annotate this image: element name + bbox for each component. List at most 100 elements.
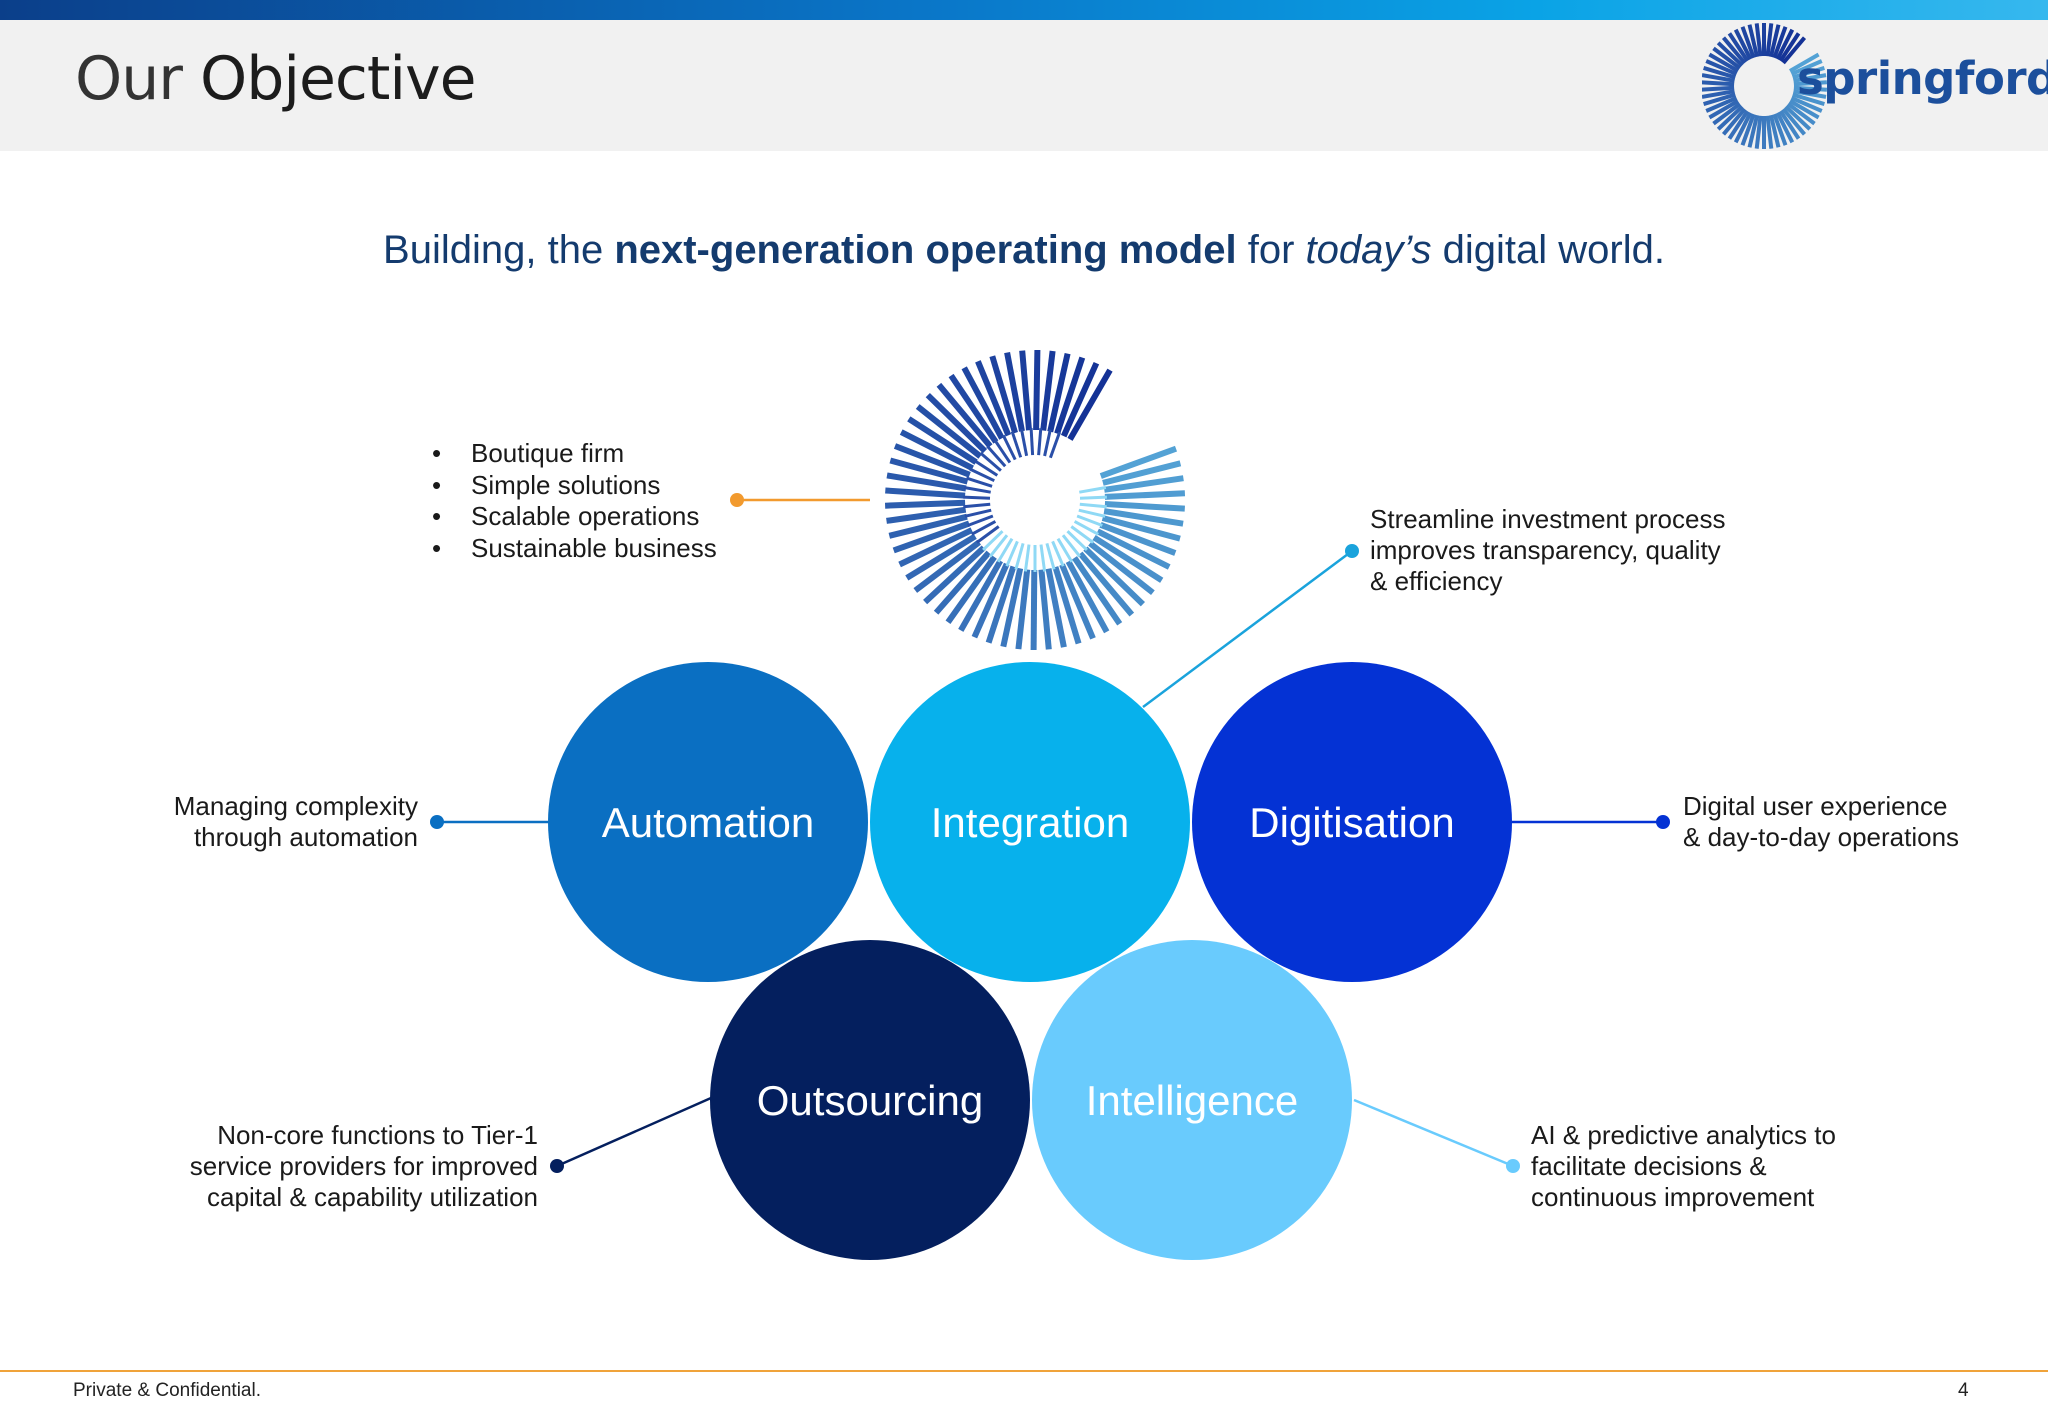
ray [1059,563,1096,640]
subtitle-italic: today’s [1305,228,1432,272]
ray [1778,32,1801,62]
note-line: Digital user experience [1683,791,1948,821]
ray [1077,551,1135,617]
confidentiality-notice: Private & Confidential. [73,1380,261,1401]
ray [1716,41,1744,67]
ray [982,530,1004,551]
ray [1721,36,1747,65]
ray [1048,431,1062,459]
ray [1066,530,1088,551]
ray [1702,85,1735,92]
ray [1060,361,1100,438]
ray [1023,544,1031,572]
label-digitisation: Digitisation [1249,799,1454,846]
ray [1703,65,1736,80]
footer-rule [0,1370,2048,1372]
automation-connector-dot [430,815,444,829]
ray [1030,569,1038,651]
ray [1702,89,1735,99]
ray [1037,428,1043,456]
ray [1019,350,1032,431]
ray [1070,525,1094,544]
outsourcing-connector-dot [550,1159,564,1173]
slide-title: Our Objective [75,44,477,114]
label-automation: Automation [602,799,814,846]
ray [1052,566,1082,645]
ray [1754,115,1763,149]
ray [1712,46,1742,70]
outsourcing-connector [556,1096,712,1168]
ray [961,366,1005,440]
ray [1047,352,1071,433]
ray [1772,26,1788,59]
ray [969,467,995,483]
ray [1096,528,1171,570]
slide-header [0,20,2048,151]
brand-name: springford [1797,52,2048,105]
ray [893,443,971,478]
ray [963,495,991,500]
ray [1789,99,1820,120]
ray [965,476,993,488]
ray [936,382,993,449]
ray [1781,36,1807,65]
ray [1712,102,1742,126]
ray [899,429,974,471]
list-item: Simple solutions [432,470,717,502]
ray [1005,540,1019,567]
ray [1051,540,1065,567]
ray [1102,460,1182,486]
ray [1721,107,1747,136]
intelligence-connector [1353,1098,1514,1168]
ray [1716,105,1744,131]
ray [1733,111,1753,144]
note-line: Non-core functions to Tier-1 [217,1120,538,1150]
note-line: capital & capability utilization [207,1182,538,1212]
ray [973,459,999,477]
ray [1079,502,1107,509]
list-item: Boutique firm [432,438,717,470]
ray [1772,113,1788,146]
note-line: AI & predictive analytics to [1531,1120,1836,1150]
ray [989,355,1018,434]
ray [1099,521,1177,556]
digitisation-note: Digital user experience & day-to-day ope… [1683,791,1959,853]
circle-outsourcing [710,940,1030,1260]
note-line: facilitate decisions & [1531,1151,1767,1181]
title-bold-word: Objective [200,44,477,114]
ray [1103,475,1184,493]
ray [1768,114,1781,148]
circle-integration [870,662,1190,982]
ray [996,537,1014,563]
values-list: Boutique firm Simple solutions Scalable … [432,438,717,564]
note-line: service providers for improved [189,1151,538,1181]
top-accent-bar [0,0,2048,20]
label-integration: Integration [931,799,1129,846]
ray [892,520,971,554]
ray [915,404,983,459]
subtitle-part-1: Building, the [383,228,615,272]
automation-note: Managing complexity through automation [174,791,418,853]
ray [933,550,992,615]
c-emblem-icon [884,349,1186,651]
ray [1775,111,1795,144]
ray [889,457,969,485]
ray [907,416,978,465]
ray [1020,429,1029,457]
ray [1073,520,1100,536]
ray [993,439,1012,464]
integration-connector [1142,549,1353,709]
ray [925,392,988,454]
list-item: Scalable operations [432,501,717,533]
ray [1079,495,1107,500]
ray [1793,73,1827,83]
outsourcing-note: Non-core functions to Tier-1 service pro… [190,1120,538,1213]
ray [884,499,966,509]
ray [1045,568,1067,648]
bullets-connector-dot [730,493,744,507]
ray [1702,73,1735,83]
ray [1039,544,1047,572]
ray [1029,428,1035,456]
ray [1065,560,1110,634]
